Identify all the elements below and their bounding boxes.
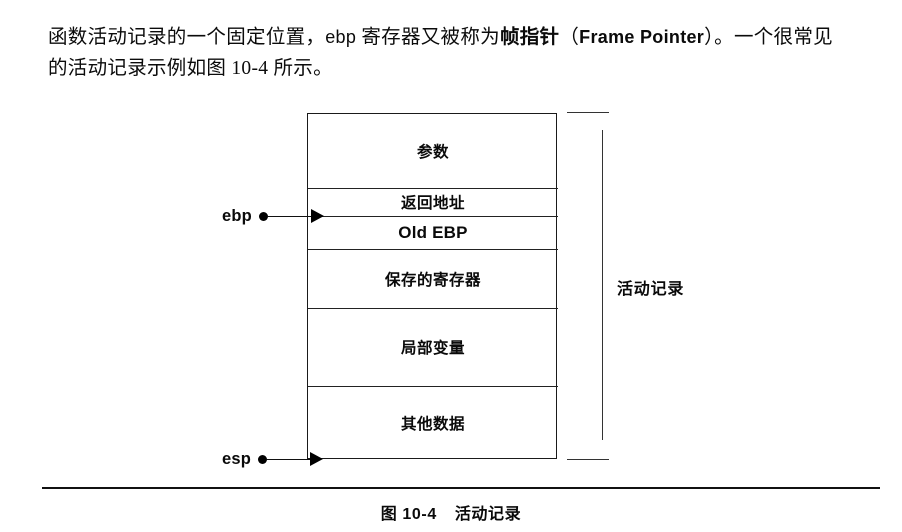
paragraph-text-segment: （ [559, 27, 580, 48]
stack-cell-old-ebp: Old EBP [398, 222, 468, 242]
paragraph-text-segment: 寄存器又被称为 [356, 27, 500, 48]
pointer-ebp-label: ebp [222, 206, 252, 225]
term-frame-pointer-latin: Frame Pointer [579, 27, 705, 47]
cell-divider [308, 188, 558, 189]
stack-cell-return-address: 返回地址 [400, 194, 465, 212]
cell-divider [308, 249, 558, 250]
bracket-label-activation-record: 活动记录 [617, 279, 685, 298]
pointer-esp-dot [258, 454, 268, 464]
paragraph-text-segment: 个固定位置， [206, 27, 326, 48]
body-paragraph: 函数活动记录的一个固定位置，ebp 寄存器又被称为帧指针（Frame Point… [48, 22, 868, 84]
stack-cell-other-data: 其他数据 [400, 415, 465, 433]
bracket-stem [602, 130, 603, 440]
paragraph-text-segment: ）。一个很常见 [704, 27, 833, 48]
bracket-bottom-tick [567, 459, 609, 460]
pointer-ebp-line [267, 215, 312, 217]
pointer-esp: esp [222, 448, 324, 470]
figure-caption: 图 10-4 活动记录 [0, 500, 902, 524]
figure-caption-title: 活动记录 [454, 504, 522, 523]
paragraph-text-segment: 函数活动记录的 [48, 27, 187, 48]
pointer-esp-label: esp [222, 449, 252, 468]
caption-divider-rule [42, 487, 880, 489]
pointer-esp-line [267, 458, 312, 460]
cell-divider [308, 386, 558, 387]
stack-cell-parameters: 参数 [416, 143, 449, 161]
arrowhead-icon [310, 452, 324, 466]
term-frame-pointer-cjk: 帧指针 [499, 27, 560, 48]
pointer-ebp-dot [258, 211, 268, 221]
stack-cell-saved-registers: 保存的寄存器 [384, 270, 481, 289]
stack-frame-box: 参数 返回地址 Old EBP 保存的寄存器 局部变量 其他数据 [307, 113, 558, 459]
stack-cell-local-variables: 局部变量 [400, 339, 465, 357]
paragraph-line-2: 的活动记录示例如图 10-4 所示。 [48, 58, 333, 79]
arrowhead-icon [310, 209, 324, 223]
cell-divider-ebp [308, 216, 558, 217]
cell-divider [308, 308, 558, 309]
pointer-ebp: ebp [222, 205, 324, 227]
paragraph-line-1: 函数活动记录的一个固定位置，ebp 寄存器又被称为帧指针（Frame Point… [48, 22, 868, 53]
figure-caption-number: 图 10-4 [380, 506, 437, 523]
register-name-ebp: ebp [325, 27, 357, 47]
paragraph-text-segment: 一 [186, 27, 207, 48]
bracket-top-tick [567, 112, 609, 113]
